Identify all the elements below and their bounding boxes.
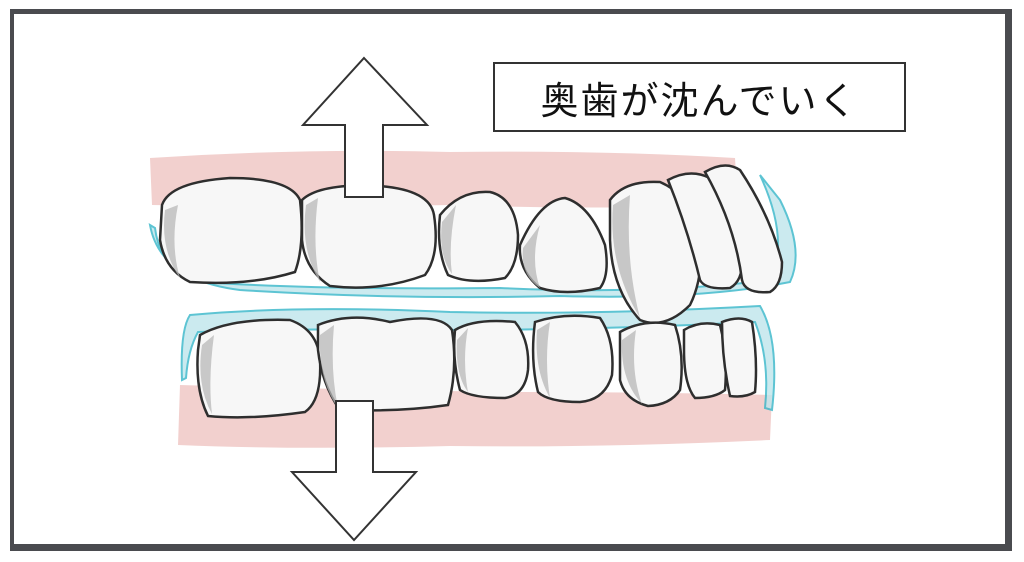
upper-molar-1 bbox=[158, 176, 303, 285]
upper-shading bbox=[164, 195, 640, 318]
lower-premolar-2 bbox=[531, 314, 614, 404]
lower-molar-1 bbox=[196, 318, 322, 419]
up-arrow-icon bbox=[300, 56, 430, 198]
lower-gum bbox=[178, 385, 772, 448]
lower-molar-2 bbox=[316, 316, 456, 412]
lower-shading bbox=[200, 322, 642, 414]
down-arrow-icon bbox=[289, 400, 419, 542]
caption-box: 奥歯が沈んでいく bbox=[493, 62, 906, 132]
lower-teeth bbox=[196, 314, 758, 419]
caption-text: 奥歯が沈んでいく bbox=[540, 78, 859, 123]
upper-molar-2 bbox=[300, 184, 437, 289]
upper-central-incisor bbox=[703, 164, 784, 294]
upper-premolar-1 bbox=[437, 190, 520, 283]
lower-premolar-1 bbox=[452, 319, 530, 400]
lower-central-incisor bbox=[720, 317, 758, 398]
lower-lateral-incisor bbox=[682, 322, 728, 400]
